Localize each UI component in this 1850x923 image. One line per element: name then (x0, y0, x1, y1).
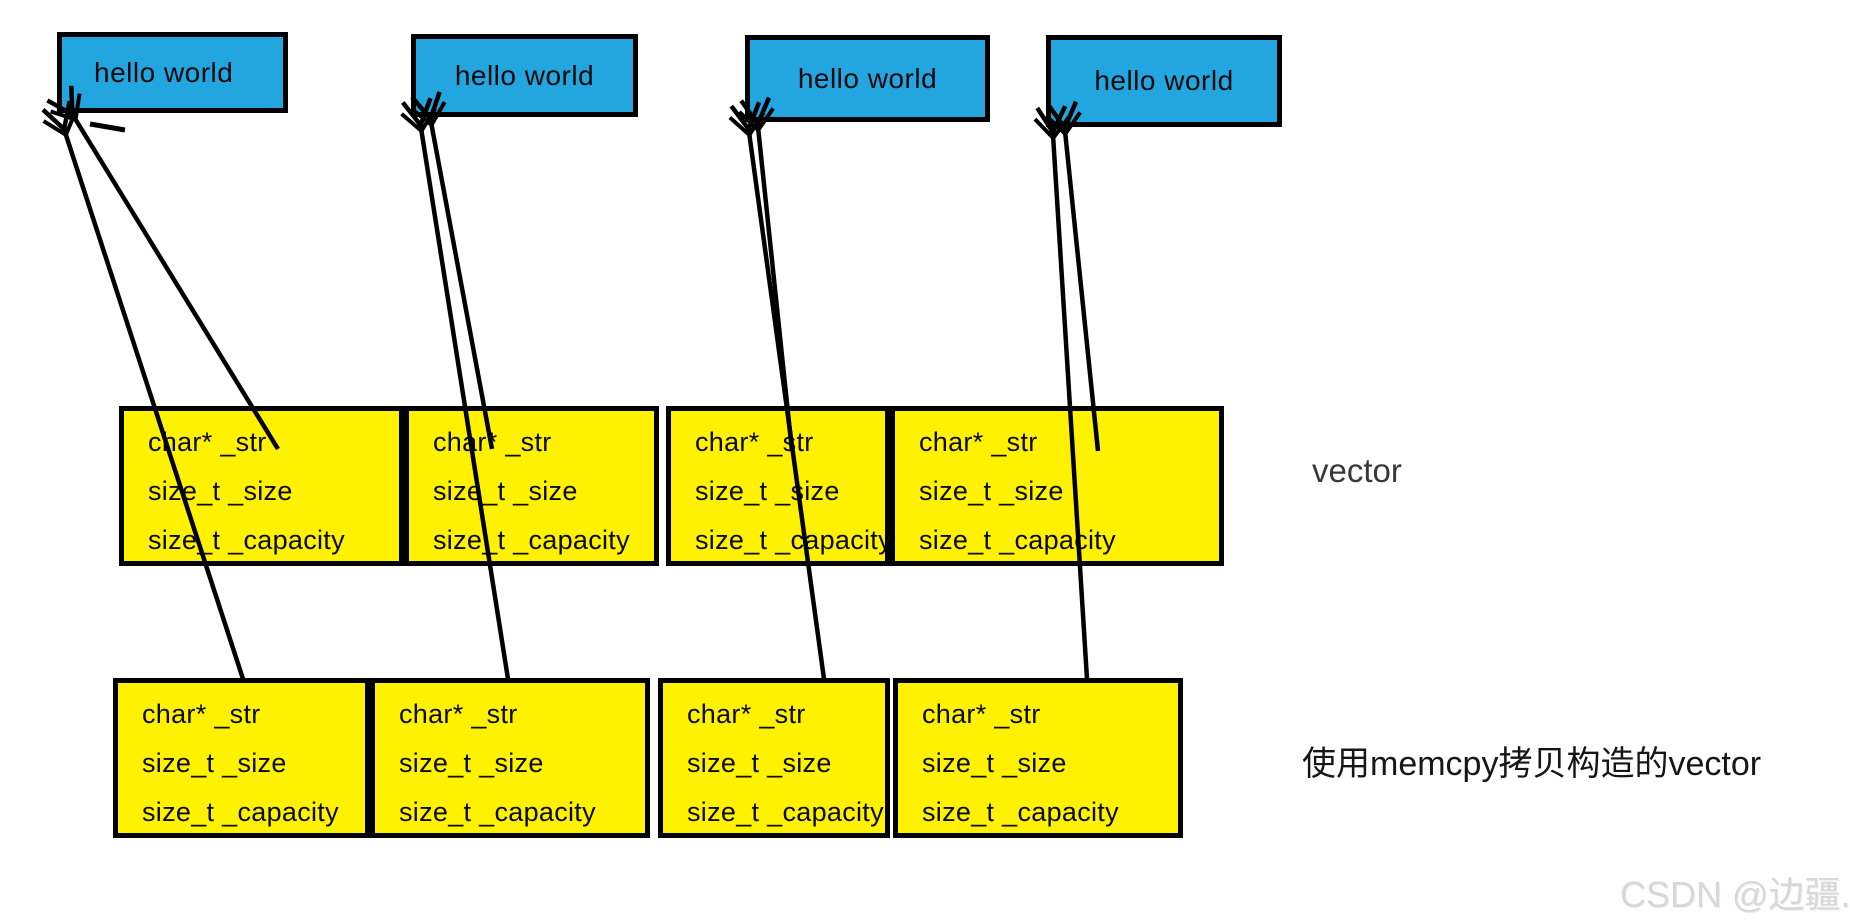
vector-cell-3-capacity: size_t _capacity (695, 525, 892, 555)
vector-cell-2-capacity: size_t _capacity (433, 525, 630, 555)
vector-cell-3-size: size_t _size (695, 476, 840, 506)
memcpy-cell-2-size: size_t _size (399, 748, 544, 778)
memcpy-cell-4-size: size_t _size (922, 748, 1067, 778)
heap-string-text-4: hello world (1094, 65, 1234, 96)
vector-cell-2-str: char* _str (433, 427, 552, 457)
memcpy-cell-3: char* _str size_t _size size_t _capacity (658, 678, 890, 838)
memcpy-cell-4-str: char* _str (922, 699, 1041, 729)
heap-string-box-1: hello world (57, 32, 288, 113)
memcpy-row-label: 使用memcpy拷贝构造的vector (1302, 745, 1762, 783)
memcpy-cell-1-size: size_t _size (142, 748, 287, 778)
arrow-vector-3-to-string-3 (758, 127, 795, 452)
heap-string-text-1: hello world (94, 56, 234, 88)
heap-string-text-3: hello world (797, 62, 938, 94)
arrow-memcpy-2-to-string-2 (421, 128, 511, 680)
vector-cell-4-str: char* _str (919, 427, 1038, 457)
vector-cell-1: char* _str size_t _size size_t _capacity (119, 406, 404, 566)
vector-row-label: vector (1312, 452, 1402, 489)
memcpy-cell-2: char* _str size_t _size size_t _capacity (370, 678, 650, 838)
vector-cell-1-capacity: size_t _capacity (148, 525, 345, 555)
memcpy-cell-3-str: char* _str (687, 699, 806, 729)
vector-cell-4-capacity: size_t _capacity (919, 525, 1116, 555)
memcpy-cell-1-str: char* _str (142, 699, 261, 729)
heap-string-text-2: hello world (454, 59, 595, 91)
arrow-vector-4-to-string-4 (1065, 131, 1101, 452)
memcpy-cell-4: char* _str size_t _size size_t _capacity (893, 678, 1183, 838)
vector-cell-1-size: size_t _size (148, 476, 293, 506)
memcpy-cell-2-capacity: size_t _capacity (399, 797, 596, 827)
vector-cell-3-str: char* _str (695, 427, 814, 457)
vector-cell-1-str: char* _str (148, 427, 267, 457)
csdn-watermark: CSDN @边疆. (1620, 874, 1850, 915)
heap-string-box-2: hello world (411, 34, 638, 117)
arrow-vector-1-to-string-1 (74, 117, 280, 451)
arrow-vector-2-to-string-2 (431, 122, 495, 450)
heap-string-box-4: hello world (1046, 35, 1282, 127)
memcpy-cell-3-capacity: size_t _capacity (687, 797, 884, 827)
memcpy-cell-1-capacity: size_t _capacity (142, 797, 339, 827)
vector-cell-3: char* _str size_t _size size_t _capacity (666, 406, 892, 566)
vector-cell-4-size: size_t _size (919, 476, 1064, 506)
vector-cell-2: char* _str size_t _size size_t _capacity (404, 406, 659, 566)
heap-string-box-3: hello world (745, 35, 990, 122)
memcpy-cell-1: char* _str size_t _size size_t _capacity (113, 678, 370, 838)
vector-cell-4: char* _str size_t _size size_t _capacity (890, 406, 1224, 566)
vector-cell-2-size: size_t _size (433, 476, 578, 506)
memcpy-cell-2-str: char* _str (399, 699, 518, 729)
memcpy-cell-4-capacity: size_t _capacity (922, 797, 1119, 827)
stray-arrow-barb (89, 121, 126, 133)
memcpy-cell-3-size: size_t _size (687, 748, 832, 778)
